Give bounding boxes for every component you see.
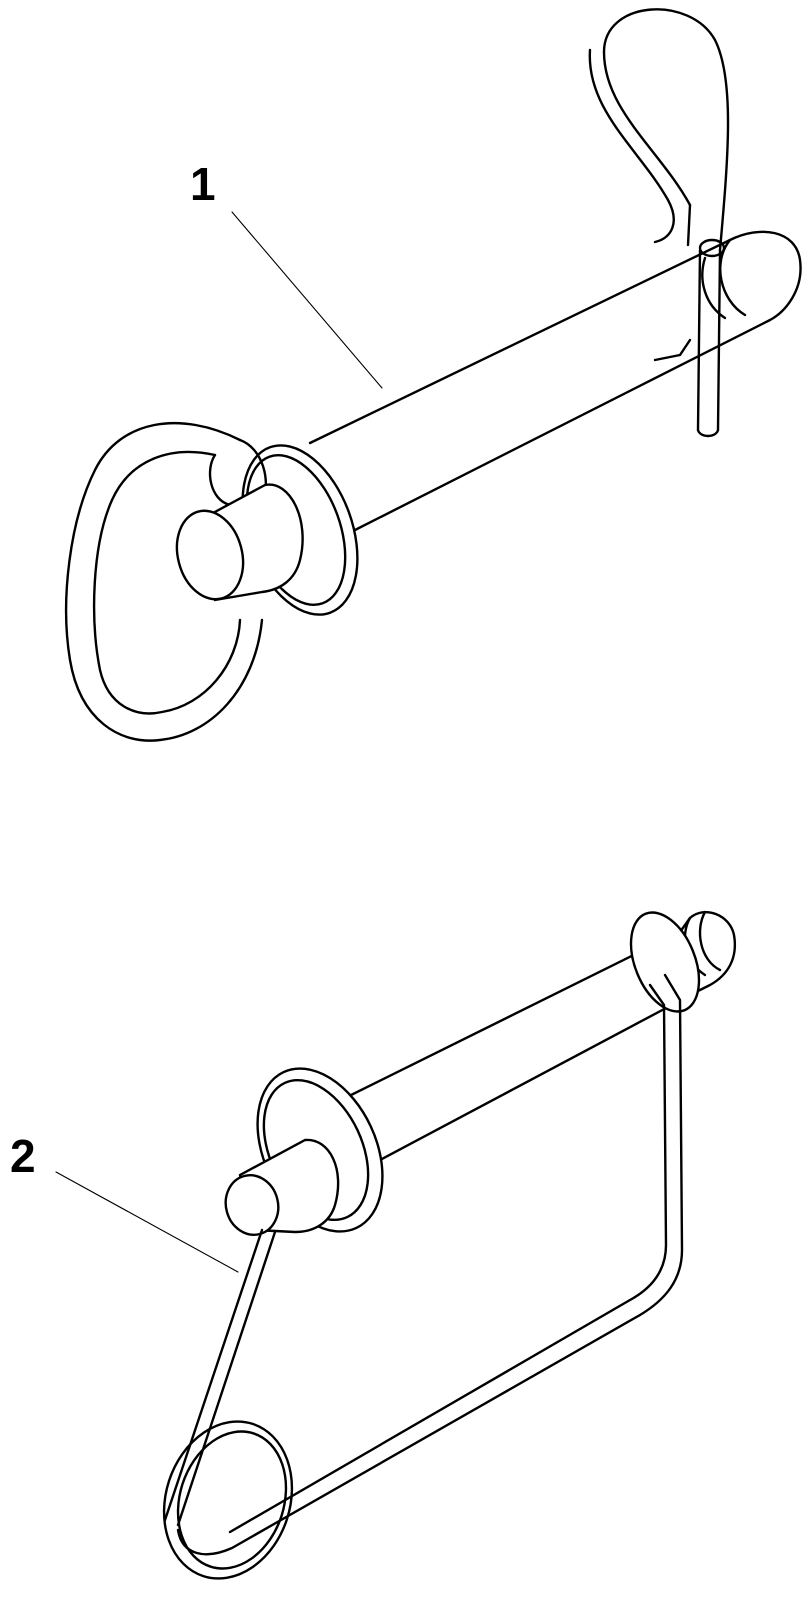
callout-1: 1 — [190, 158, 383, 389]
callout-2-leader — [55, 1171, 239, 1273]
r-clip — [588, 8, 730, 438]
wire-loop — [162, 973, 684, 1580]
hitch-pin-assembly: 1 — [64, 8, 802, 742]
safety-pin-shaft — [343, 910, 737, 1162]
callout-1-leader — [231, 211, 383, 389]
callout-1-label: 1 — [190, 158, 216, 210]
pin-head — [175, 483, 304, 602]
safety-pin-head — [224, 1138, 340, 1236]
callout-2: 2 — [10, 1130, 239, 1273]
pin-shaft — [308, 230, 802, 532]
safety-pin-assembly: 2 — [10, 910, 737, 1580]
callout-2-label: 2 — [10, 1130, 36, 1182]
